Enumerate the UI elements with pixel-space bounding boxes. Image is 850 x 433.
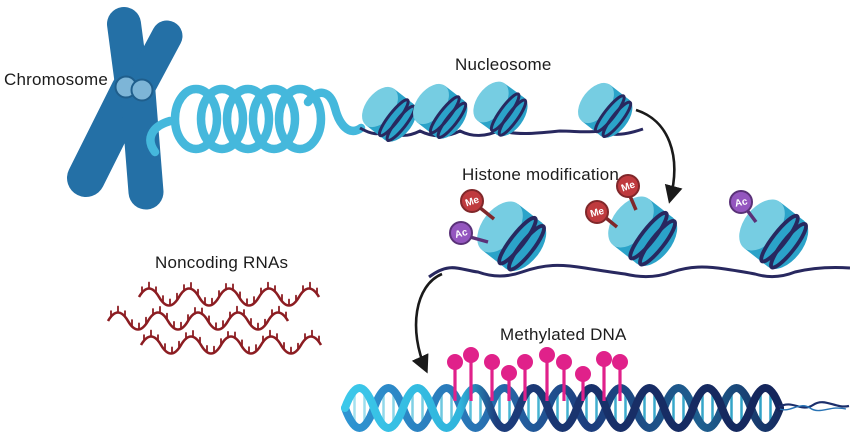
- dna-linker: [428, 263, 850, 279]
- methyl-mark-icon: [612, 354, 628, 370]
- rna-strand: [106, 305, 290, 331]
- methyl-mark-icon: [501, 365, 517, 381]
- methyl-mark-icon: [596, 351, 612, 367]
- acetyl-badge-label: Ac: [734, 196, 749, 210]
- methyl-mark-icon: [539, 347, 555, 363]
- rna-strand: [139, 329, 323, 355]
- chromosome-illustration: [67, 7, 183, 210]
- centromere-icon: [130, 78, 154, 102]
- dna-base-pairs: [353, 395, 772, 421]
- label-nucleosome: Nucleosome: [455, 55, 552, 74]
- dna-tail: [779, 405, 847, 412]
- methyl-badge: [616, 174, 640, 198]
- methyl-badge-label: Me: [589, 206, 606, 220]
- acetyl-badge: [729, 190, 753, 214]
- methyl-badge-label: Me: [620, 179, 637, 194]
- label-chromosome: Chromosome: [4, 70, 109, 89]
- dna-tail: [778, 401, 850, 409]
- methyl-mark-icon: [575, 366, 591, 382]
- nucleosome-disk: [404, 75, 476, 147]
- methyl-mark-icon: [484, 354, 500, 370]
- curved-arrow-icon: [411, 272, 443, 374]
- methyl-mark-icon: [517, 354, 533, 370]
- curved-arrow-icon: [635, 108, 683, 204]
- label-histone-modification: Histone modification: [462, 165, 620, 184]
- methyl-mark-icon: [447, 354, 463, 370]
- histone-modification-row: Me Ac Me Me Ac: [428, 174, 850, 281]
- methyl-badge: [585, 200, 609, 224]
- methyl-mark-icon: [463, 347, 479, 363]
- acetyl-badge-label: Ac: [454, 227, 470, 241]
- dna-strand-a: [341, 384, 784, 432]
- dna-helix: [341, 347, 850, 432]
- methyl-badge-label: Me: [464, 194, 481, 209]
- nucleosome-disk: [597, 186, 688, 276]
- nucleosome-disk: [353, 78, 425, 150]
- acetyl-badge: [449, 221, 473, 245]
- methyl-mark-icon: [556, 354, 572, 370]
- nucleosome-row: [353, 73, 644, 150]
- noncoding-rna-group: [106, 281, 323, 355]
- chromatin-coil: [146, 84, 366, 157]
- methyl-marks-heads: [447, 347, 628, 382]
- label-noncoding-rnas: Noncoding RNAs: [155, 253, 289, 272]
- methyl-badge: [460, 189, 484, 213]
- rna-strand: [137, 281, 321, 307]
- label-methylated-dna: Methylated DNA: [500, 325, 627, 344]
